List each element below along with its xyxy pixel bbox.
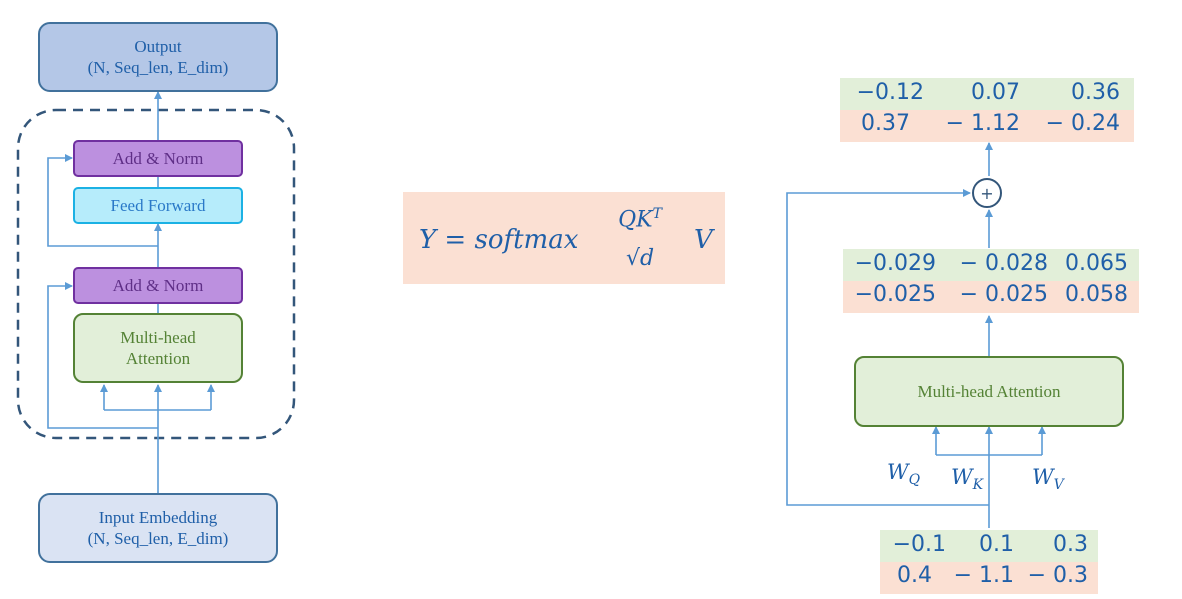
weight-v-label: WV (1032, 465, 1064, 493)
output-matrix-row1: −0.12 0.07 0.36 (852, 80, 1120, 105)
attention-matrix-row1: −0.029 − 0.028 0.065 (846, 251, 1128, 276)
attention-matrix-row2: −0.025 − 0.025 0.058 (846, 282, 1128, 307)
input-matrix-row2-highlight (880, 562, 1098, 594)
formula-rhs: V (694, 225, 713, 255)
formula-numerator: QKT (614, 206, 666, 232)
add-norm-bottom-label: Add & Norm (112, 275, 204, 295)
matrix-cell: 0.36 (1071, 80, 1120, 105)
matrix-cell: − 0.028 (959, 251, 1048, 276)
matrix-cell: 0.07 (971, 80, 1020, 105)
matrix-cell: − 0.24 (1045, 111, 1120, 136)
matrix-cell: − 1.1 (953, 563, 1014, 588)
matrix-cell: − 1.12 (945, 111, 1020, 136)
output-box: Output (N, Seq_len, E_dim) (38, 22, 278, 92)
formula-lhs: Y = softmax (419, 225, 579, 255)
matrix-cell: −0.1 (892, 532, 946, 557)
add-symbol: + (980, 184, 993, 203)
output-matrix-row1-highlight (840, 78, 1134, 110)
matrix-cell: −0.12 (856, 80, 924, 105)
weight-k-label: WK (951, 465, 983, 493)
matrix-cell: 0.065 (1065, 251, 1128, 276)
matrix-cell: −0.025 (854, 282, 936, 307)
weight-k-base: W (951, 465, 973, 489)
feed-forward-label: Feed Forward (110, 195, 206, 215)
weight-v-sub: V (1053, 477, 1064, 494)
weight-k-sub: K (972, 477, 984, 494)
formula-denominator: √d (625, 246, 655, 271)
add-norm-top-label: Add & Norm (112, 148, 204, 168)
formula-numerator-text: QK (618, 207, 653, 233)
residual-connection-right (786, 189, 989, 506)
multi-head-attention-box-right: Multi-head Attention (854, 356, 1124, 427)
matrix-cell: −0.029 (854, 251, 936, 276)
matrix-cell: 0.37 (861, 111, 910, 136)
formula-background (403, 192, 725, 284)
input-shape: (N, Seq_len, E_dim) (87, 529, 229, 548)
matrix-cell: − 0.3 (1027, 563, 1088, 588)
weight-q-label: WQ (887, 460, 920, 488)
matrix-cell: 0.058 (1065, 282, 1128, 307)
matrix-cell: 0.4 (897, 563, 932, 588)
attention-matrix-row1-highlight (843, 249, 1139, 281)
weight-q-base: W (887, 460, 909, 484)
add-circle-icon (972, 178, 1002, 208)
add-norm-bottom-box: Add & Norm (73, 267, 243, 304)
matrix-cell: − 0.025 (959, 282, 1048, 307)
matrix-cell: 0.1 (979, 532, 1014, 557)
input-matrix-row1: −0.1 0.1 0.3 (888, 532, 1088, 557)
attention-matrix-row2-highlight (843, 281, 1139, 313)
output-matrix-row2-highlight (840, 110, 1134, 142)
multi-head-attention-box: Multi-head Attention (73, 313, 243, 383)
input-embedding-box: Input Embedding (N, Seq_len, E_dim) (38, 493, 278, 563)
add-norm-top-box: Add & Norm (73, 140, 243, 177)
residual-connection-2 (47, 154, 158, 247)
input-title: Input Embedding (98, 508, 218, 527)
output-title: Output (134, 37, 182, 56)
attention-line1: Multi-head (120, 328, 196, 347)
input-matrix-row2: 0.4 − 1.1 − 0.3 (888, 563, 1088, 588)
output-matrix-row2: 0.37 − 1.12 − 0.24 (852, 111, 1120, 136)
input-matrix-row1-highlight (880, 530, 1098, 562)
output-shape: (N, Seq_len, E_dim) (87, 58, 229, 77)
residual-connection-1 (47, 282, 158, 429)
feed-forward-box: Feed Forward (73, 187, 243, 224)
attention-box-label: Multi-head Attention (917, 382, 1061, 401)
attention-line2: Attention (125, 349, 191, 368)
weight-q-sub: Q (908, 472, 921, 489)
encoder-dashed-frame (16, 108, 296, 440)
weight-v-base: W (1032, 465, 1054, 489)
formula-numerator-sup: T (652, 206, 662, 222)
matrix-cell: 0.3 (1053, 532, 1088, 557)
